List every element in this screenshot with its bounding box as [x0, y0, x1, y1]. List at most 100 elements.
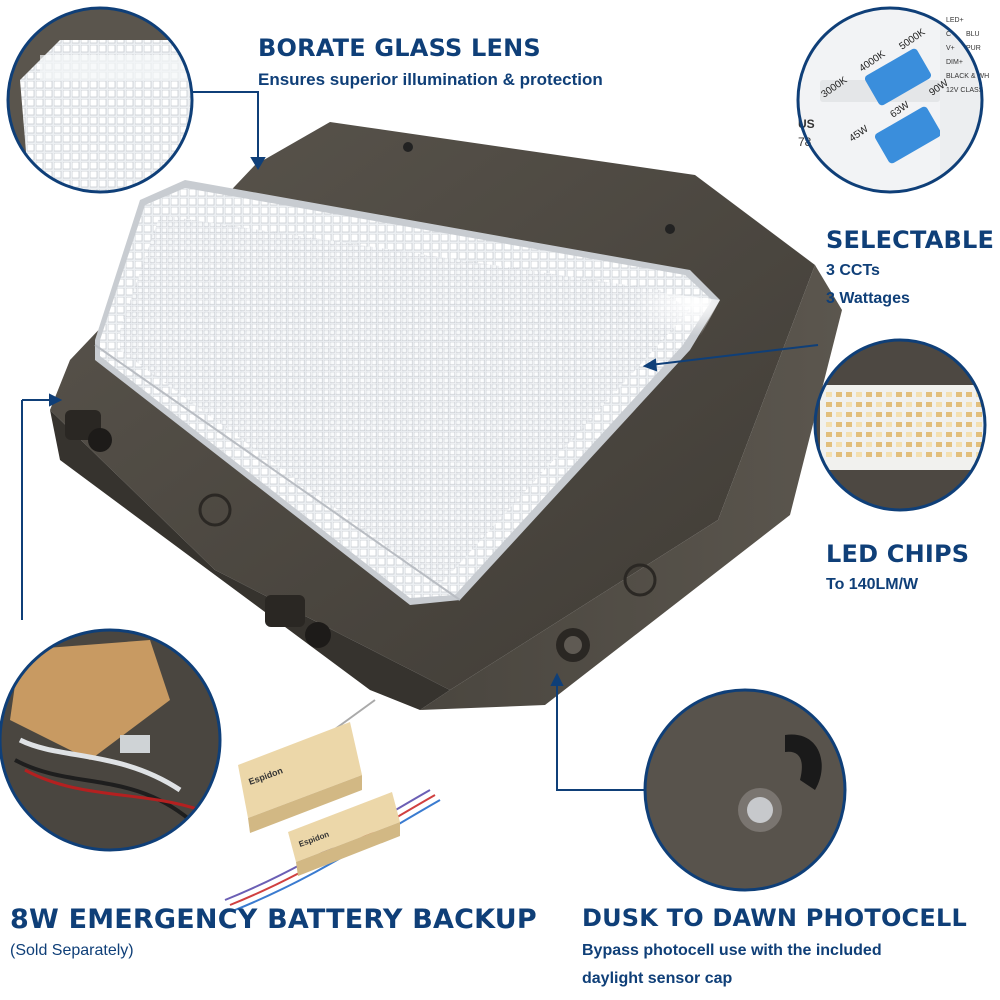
led-chip	[896, 442, 902, 447]
led-chip	[866, 432, 872, 437]
wire-label: LED+	[946, 17, 964, 24]
led-chip	[906, 452, 912, 457]
led-chip	[926, 452, 932, 457]
led-chip	[916, 452, 922, 457]
led-chip	[936, 402, 942, 407]
led-chip	[896, 392, 902, 397]
led-chip	[966, 412, 972, 417]
led-chip	[946, 412, 952, 417]
led-chip	[876, 432, 882, 437]
led-chip	[836, 422, 842, 427]
led-chip	[826, 402, 832, 407]
led-chip	[856, 392, 862, 397]
lens-subtitle: Ensures superior illumination & protecti…	[258, 70, 603, 89]
led-chip	[856, 442, 862, 447]
selectable-wattage: 3 Wattages	[826, 290, 910, 307]
wire-label: V+	[946, 45, 955, 52]
battery-title: 8W EMERGENCY BATTERY BACKUP	[10, 904, 537, 935]
led-chip	[956, 422, 962, 427]
led-chip	[946, 392, 952, 397]
led-chip	[836, 432, 842, 437]
led-chip	[866, 412, 872, 417]
led-chip	[866, 442, 872, 447]
led-chip	[956, 432, 962, 437]
led-chip	[856, 402, 862, 407]
led-chip	[886, 402, 892, 407]
led-chip	[906, 432, 912, 437]
led-chip	[906, 392, 912, 397]
led-chip	[876, 442, 882, 447]
led-chip	[936, 452, 942, 457]
led-chip	[836, 452, 842, 457]
wire-label: PUR	[966, 45, 981, 52]
led-chip	[946, 442, 952, 447]
led-chip	[916, 392, 922, 397]
led-chip	[846, 432, 852, 437]
led-chip	[926, 432, 932, 437]
led-chip	[876, 392, 882, 397]
led-chip	[886, 392, 892, 397]
led-chip	[966, 422, 972, 427]
led-subtitle: To 140LM/W	[826, 576, 919, 593]
battery-driver-modules: Espidon Espidon	[224, 699, 441, 911]
led-chip	[936, 432, 942, 437]
led-chip	[936, 422, 942, 427]
led-chip	[846, 422, 852, 427]
led-chip	[936, 392, 942, 397]
wire-label: DIM+	[946, 59, 963, 66]
led-chip	[826, 442, 832, 447]
led-chip	[846, 452, 852, 457]
led-chip	[976, 412, 982, 417]
led-chip	[926, 392, 932, 397]
wire-label: BLU	[966, 31, 980, 38]
wall-pack-fixture	[50, 122, 842, 710]
led-chip	[966, 452, 972, 457]
led-chip	[976, 422, 982, 427]
led-chip	[946, 432, 952, 437]
led-chip	[926, 442, 932, 447]
wire-legend: LED+ C - BLU V+ PUR DIM+ BLACK & WH 12V …	[946, 17, 989, 94]
led-chip	[866, 392, 872, 397]
led-chip	[896, 412, 902, 417]
led-chip	[916, 422, 922, 427]
mounting-knob-left	[65, 410, 112, 452]
led-chip	[886, 412, 892, 417]
led-chip	[896, 422, 902, 427]
led-chip	[936, 442, 942, 447]
led-chip	[906, 442, 912, 447]
led-chip	[916, 432, 922, 437]
led-chip	[916, 402, 922, 407]
led-chip	[886, 452, 892, 457]
led-chip	[926, 412, 932, 417]
led-chip	[846, 412, 852, 417]
led-chip	[896, 432, 902, 437]
photocell-line-2: daylight sensor cap	[582, 970, 733, 987]
led-chip	[866, 402, 872, 407]
led-chip	[866, 452, 872, 457]
switch-closeup-circle: 3000K 4000K 5000K 45W 63W 90W US 78 LED+…	[796, 6, 989, 194]
led-chip	[826, 392, 832, 397]
photocell-title: DUSK TO DAWN PHOTOCELL	[582, 904, 967, 932]
led-chip	[906, 402, 912, 407]
led-chip	[896, 452, 902, 457]
led-chip	[976, 432, 982, 437]
mounting-knob-right	[265, 595, 331, 648]
led-chip	[836, 412, 842, 417]
led-chip	[886, 432, 892, 437]
callout-lines	[21, 91, 819, 791]
lens-closeup-circle	[6, 6, 194, 194]
led-chip	[846, 402, 852, 407]
led-chip	[956, 402, 962, 407]
led-chip	[856, 422, 862, 427]
led-chip	[906, 422, 912, 427]
led-chip	[876, 412, 882, 417]
knockout-icon	[198, 493, 232, 527]
led-chip	[836, 442, 842, 447]
led-chip	[846, 392, 852, 397]
selectable-title: SELECTABLE	[826, 226, 995, 254]
glass-lens	[94, 180, 720, 605]
led-chip	[836, 402, 842, 407]
led-chip	[956, 452, 962, 457]
led-chip	[866, 422, 872, 427]
